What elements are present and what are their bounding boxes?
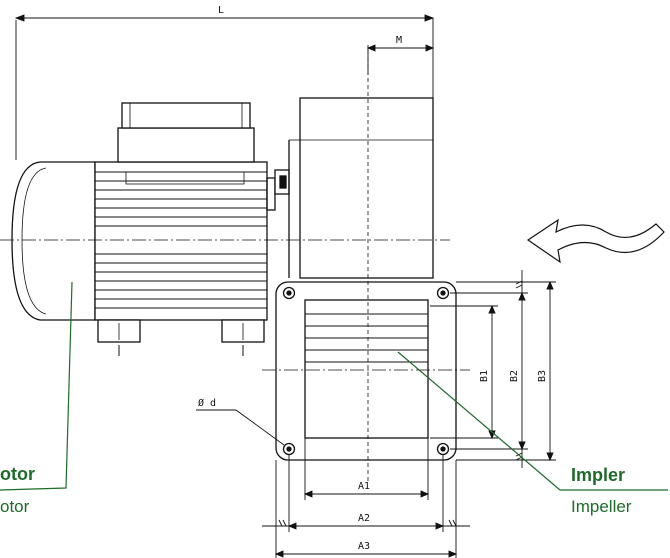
dim-A3-label: A3 [358, 541, 370, 552]
dim-hole-label: Ø d [198, 397, 216, 409]
impeller-label: Impeller [571, 497, 632, 516]
dim-A1-label: A1 [358, 481, 370, 492]
dimension-lines [14, 14, 556, 558]
center-lines [0, 50, 470, 482]
dim-B2-label: B2 [509, 370, 520, 382]
airflow-arrow-icon [526, 218, 665, 264]
dim-B3-label: B3 [537, 370, 548, 382]
dim-M-label: M [396, 35, 402, 46]
inlet-flange [275, 281, 457, 461]
dim-L-label: L [218, 5, 224, 16]
dim-A2-label: A2 [358, 513, 370, 524]
fan-housing [288, 97, 434, 279]
motor-label-bold: otor [0, 464, 35, 484]
callout-leaders [0, 281, 668, 491]
impeller-label-bold: Impler [571, 465, 625, 485]
dim-B1-label: B1 [479, 370, 490, 382]
motor [11, 102, 290, 356]
motor-label: otor [0, 497, 30, 516]
